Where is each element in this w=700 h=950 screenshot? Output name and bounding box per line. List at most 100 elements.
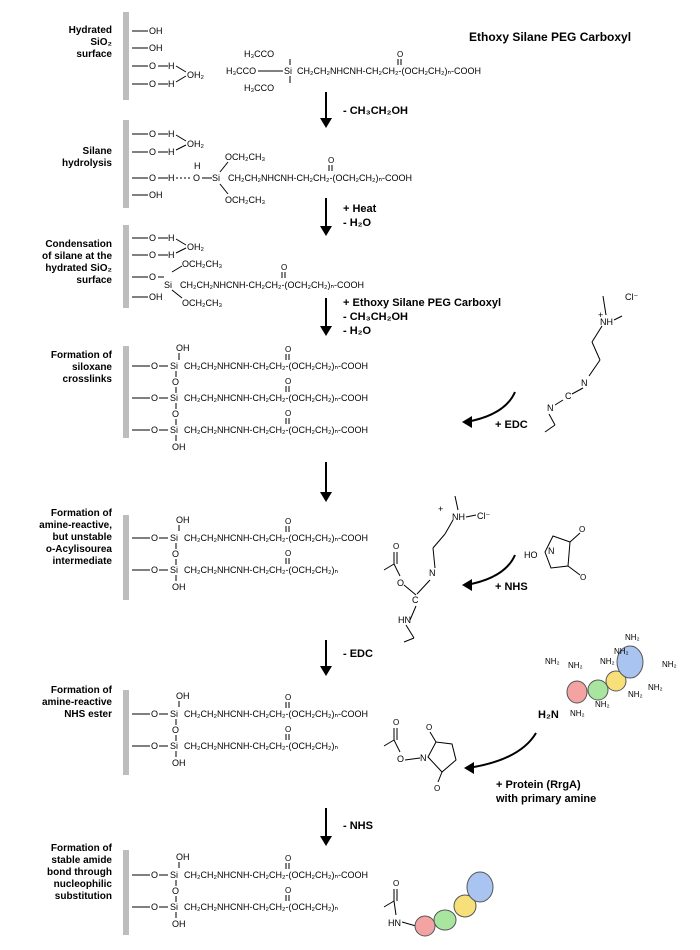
oh-label: OH [176, 852, 190, 862]
oh-label: OH [176, 691, 190, 701]
urea-o: O [328, 156, 334, 165]
peg-chain: CH₂CH₂NHCNH-CH₂CH₂-(OCH₂CH₂)ₙ [184, 741, 338, 751]
ethoxy-left: H₃CCO [226, 66, 256, 76]
nhs-o-bottom: O [580, 573, 586, 582]
peg-chain: CH₂CH₂NHCNH-CH₂CH₂-(OCH₂CH₂)ₙ-COOH [184, 425, 368, 435]
o-label: O [172, 725, 179, 735]
nhs-n: N [420, 753, 427, 763]
protein-attached [414, 871, 494, 937]
step5-structure: OH O Si CH₂CH₂NHCNH-CH₂CH₂-(OCH₂CH₂)ₙ-CO… [132, 495, 490, 643]
arrows: - CH₃CH₂OH+ Heat- H₂O+ Ethoxy Silane PEG… [320, 92, 501, 846]
nh-label: NH [600, 317, 613, 327]
peg-chain: CH₂CH₂NHCNH-CH₂CH₂-(OCH₂CH₂)ₙ-COOH [184, 361, 368, 371]
step-label-line: amine-reactive [42, 697, 112, 708]
si-label: Si [170, 393, 178, 403]
step-label-line: Silane [83, 146, 113, 157]
c-label: C [412, 595, 419, 605]
peg-chain: CH₂CH₂NHCNH-CH₂CH₂-(OCH₂CH₂)ₙ-COOH [184, 533, 368, 543]
urea-o: O [281, 263, 287, 272]
step-label-line: nucleophilic [54, 879, 113, 890]
peg-chain: CH₂CH₂NHCNH-CH₂CH₂-(OCH₂CH₂)ₙ-COOH [184, 870, 368, 880]
step-label-line: crosslinks [63, 374, 113, 385]
step-label-line: stable amide [51, 855, 112, 866]
oh2-label: OH₂ [187, 70, 205, 80]
arrow-head [320, 836, 332, 846]
amine-label: NH₂ [662, 660, 677, 669]
si-label: Si [170, 565, 178, 575]
step-label-line: but unstable [53, 532, 113, 543]
o-label: O [151, 533, 158, 543]
step-label-line: substitution [55, 891, 112, 902]
arrow-head [320, 492, 332, 502]
urea-o: O [285, 854, 291, 863]
n-label: N [581, 378, 588, 388]
amine-label: NH₂ [595, 700, 610, 709]
nhs-ho: HO [524, 550, 538, 560]
oh-label: OH [172, 582, 186, 592]
arrow-head [320, 118, 332, 128]
step-label-line: Condensation [45, 239, 112, 250]
amine-label: NH₂ [545, 657, 560, 666]
oh-label: OH [149, 43, 163, 53]
protein-domain [605, 670, 627, 692]
peg-chain: CH₂CH₂NHCNH-CH₂CH₂-(OCH₂CH₂)ₙ-COOH [180, 280, 364, 290]
step-label-line: SiO₂ [90, 37, 112, 48]
protein-domain [453, 894, 477, 918]
si-label: Si [212, 173, 220, 183]
amine-label: NH₂ [628, 690, 643, 699]
o-label: O [151, 709, 158, 719]
n-label: N [547, 403, 554, 413]
side-labels: + EDC+ NHS+ Protein (RrgA)with primary a… [495, 419, 596, 805]
hn-label: HN [398, 615, 411, 625]
arrow-condition: - CH₃CH₂OH [343, 105, 408, 117]
urea-o: O [285, 725, 291, 734]
nhs-n: N [548, 546, 555, 556]
protein-domain [587, 679, 609, 701]
peg-chain: CH₂CH₂NHCNH-CH₂CH₂-(OCH₂CH₂)ₙ-COOH [184, 709, 368, 719]
protein-domain [466, 871, 494, 903]
step-labels: HydratedSiO₂surfaceSilanehydrolysisConde… [39, 25, 112, 902]
urea-o: O [285, 549, 291, 558]
step-label-line: hydrolysis [62, 158, 112, 169]
step-label-line: Formation of [51, 508, 113, 519]
arrow-condition: - NHS [343, 820, 373, 832]
si-label: Si [170, 361, 178, 371]
ester-o2: O [397, 754, 404, 764]
oh-label: OH [149, 26, 163, 36]
ethoxy-bottom: H₃CCO [244, 83, 274, 93]
ethoxy-bottom: OCH₂CH₃ [182, 298, 222, 308]
arrow-condition: - EDC [343, 648, 373, 660]
h-label: H [168, 147, 175, 157]
nhs-o-bottom: O [434, 784, 440, 793]
o-label: O [149, 147, 156, 157]
o-label: O [149, 79, 156, 89]
o-label: O [151, 565, 158, 575]
h-label: H [168, 61, 175, 71]
silica-surface [123, 12, 129, 100]
side-reagent-label: with primary amine [495, 793, 596, 805]
amine-label: NH₂ [648, 683, 663, 692]
o-label: O [151, 741, 158, 751]
amine-label: NH₂ [568, 661, 583, 670]
silica-surface [123, 346, 129, 438]
urea-o: O [285, 377, 291, 386]
oh-label: OH [176, 515, 190, 525]
o-label: O [151, 361, 158, 371]
o-label: O [151, 870, 158, 880]
silica-surface [123, 515, 129, 600]
peg-chain: CH₂CH₂NHCNH-CH₂CH₂-(OCH₂CH₂)ₙ-COOH [297, 66, 481, 76]
o-label: O [172, 409, 179, 419]
charge-plus: + [598, 310, 603, 320]
step4-structure: OH O Si CH₂CH₂NHCNH-CH₂CH₂-(OCH₂CH₂)ₙ-CO… [132, 343, 368, 452]
side-arrows [462, 391, 537, 774]
arrow-condition: - H₂O [343, 217, 372, 229]
arrow-condition: + Heat [343, 203, 377, 215]
oh2-label: OH₂ [187, 242, 205, 252]
urea-o: O [285, 517, 291, 526]
si-label: Si [170, 741, 178, 751]
amine-label: NH₂ [625, 633, 640, 642]
peg-chain: CH₂CH₂NHCNH-CH₂CH₂-(OCH₂CH₂)ₙ-COOH [228, 173, 412, 183]
protein-domain [433, 909, 457, 931]
si-label: Si [284, 66, 292, 76]
c-label: C [565, 391, 572, 401]
